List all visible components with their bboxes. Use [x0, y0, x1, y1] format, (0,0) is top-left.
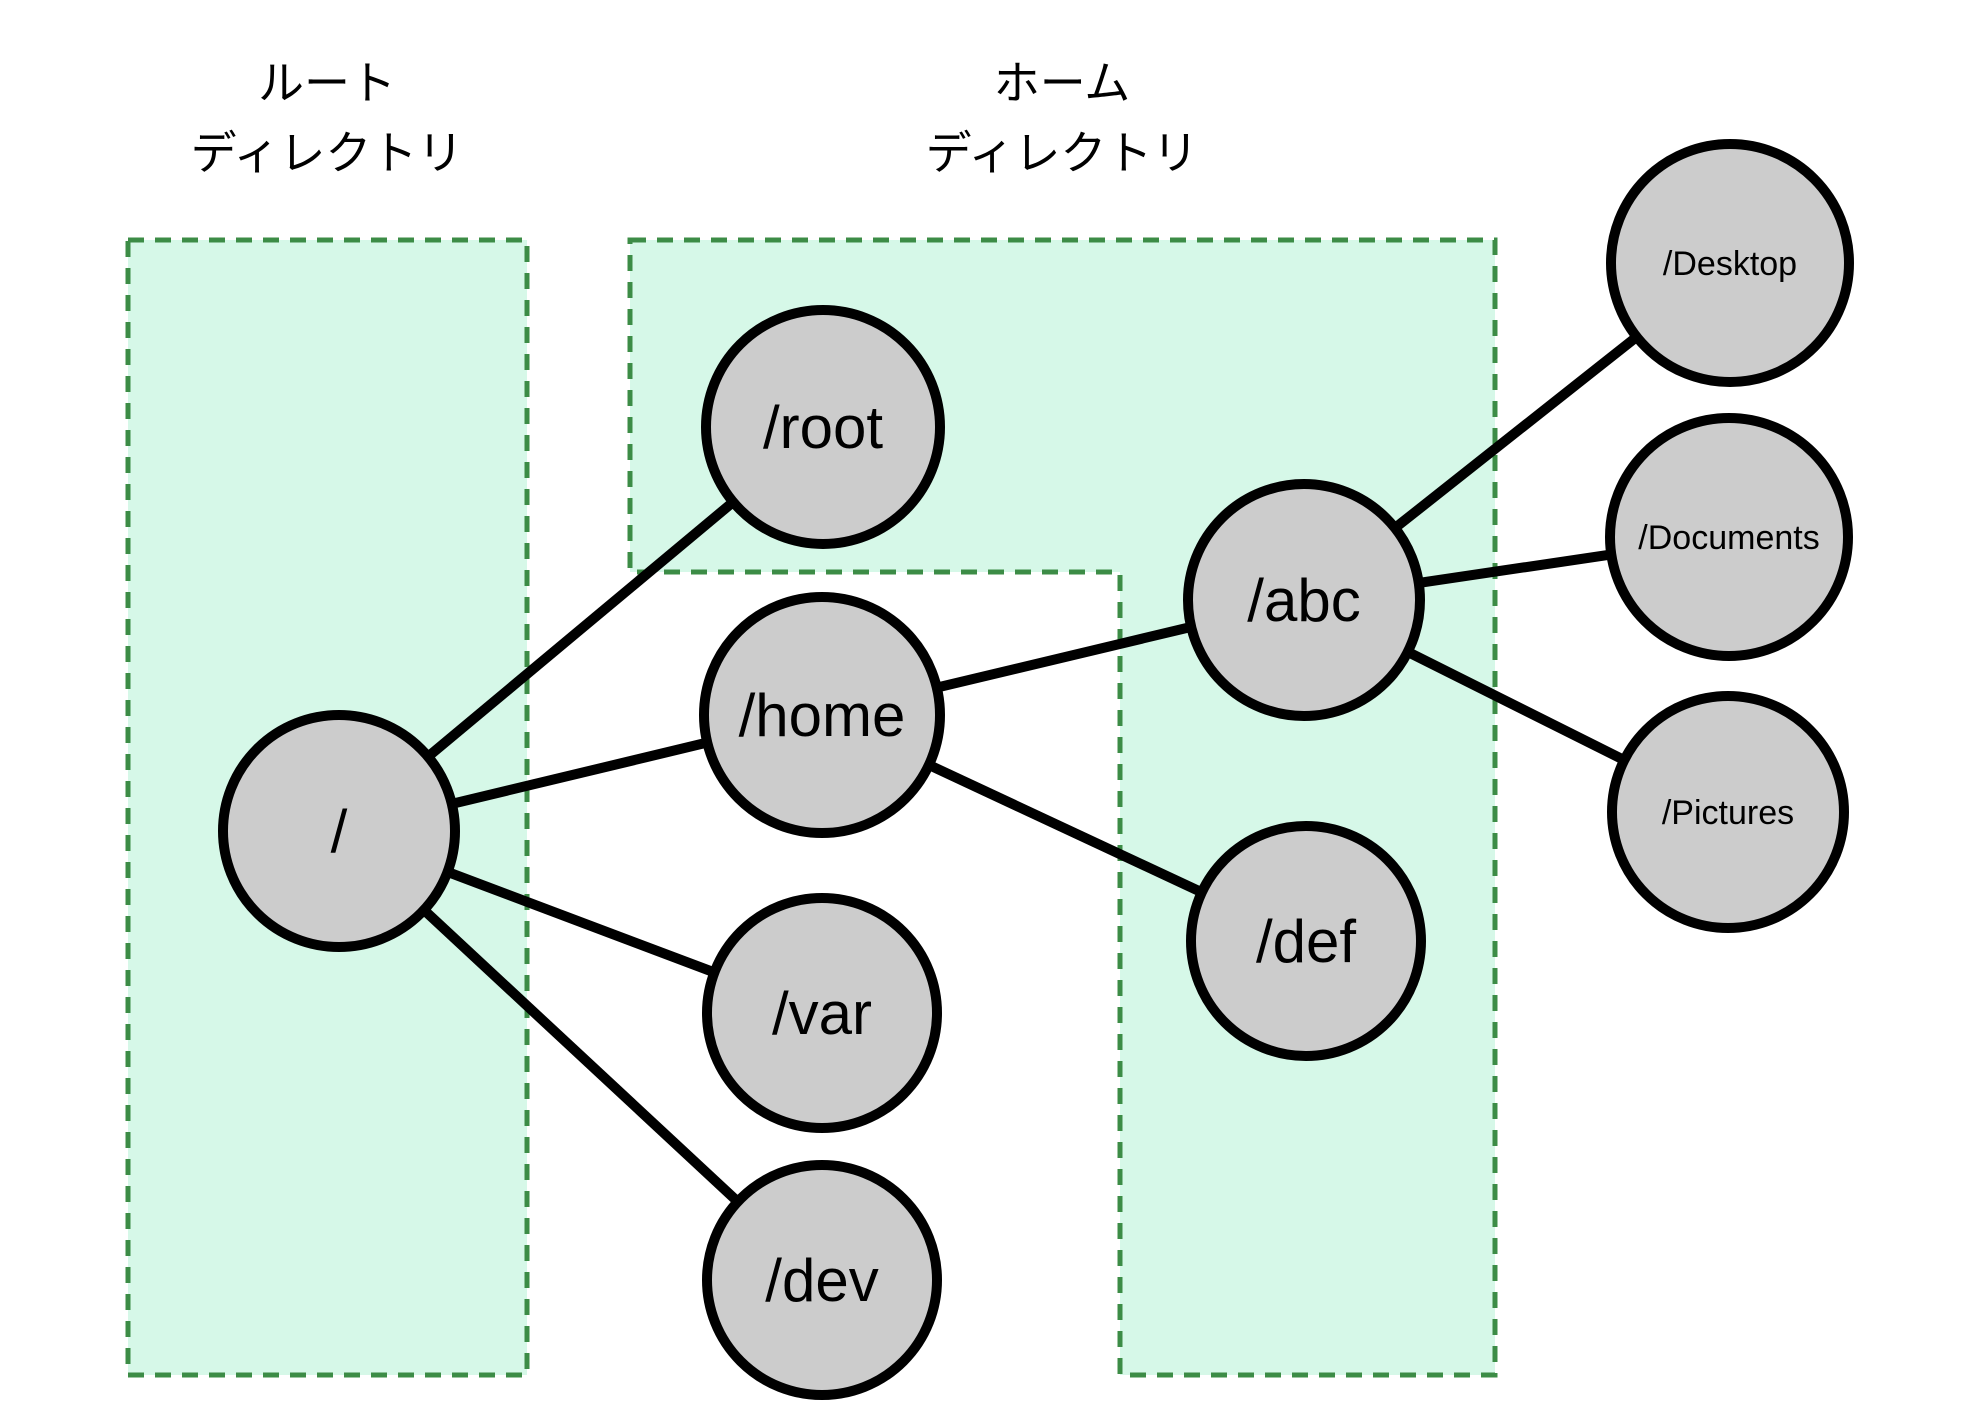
- node-layer: / /root/home/var/dev/abc/def/Desktop/Docu…: [218, 139, 1854, 1400]
- node-documents: /Documents: [1605, 413, 1853, 661]
- node-circle-pictures: [1607, 691, 1849, 933]
- node-home: /home: [699, 592, 945, 838]
- node-label-slash: /: [331, 798, 348, 865]
- region-label-root-directory-line1: ルート: [258, 57, 396, 109]
- node-circle-root: [701, 305, 945, 549]
- node-circle-abc: [1183, 479, 1425, 721]
- node-circle-documents: [1605, 413, 1853, 661]
- node-slash: /: [218, 710, 460, 952]
- node-label-def: /def: [1256, 908, 1356, 975]
- node-def: /def: [1186, 821, 1426, 1061]
- node-dev: /dev: [702, 1160, 942, 1400]
- node-label-documents: /Documents: [1638, 519, 1819, 557]
- node-circle-dev: [702, 1160, 942, 1400]
- region-label-home-directory-line2: ディレクトリ: [926, 127, 1199, 179]
- node-label-var: /var: [772, 980, 872, 1047]
- region-label-home-directory-line1: ホーム: [994, 57, 1131, 109]
- node-circle-slash: [218, 710, 460, 952]
- node-label-root: /root: [763, 394, 883, 461]
- node-label-pictures: /Pictures: [1662, 794, 1794, 832]
- node-circle-desktop: [1606, 139, 1854, 387]
- node-var: /var: [702, 893, 942, 1133]
- node-desktop: /Desktop: [1606, 139, 1854, 387]
- region-label-root-directory-line2: ディレクトリ: [191, 127, 464, 179]
- node-circle-def: [1186, 821, 1426, 1061]
- node-abc: /abc: [1183, 479, 1425, 721]
- node-circle-var: [702, 893, 942, 1133]
- node-label-home: /home: [739, 682, 906, 749]
- node-label-abc: /abc: [1247, 567, 1360, 634]
- node-label-dev: /dev: [765, 1247, 878, 1314]
- node-pictures: /Pictures: [1607, 691, 1849, 933]
- node-root: /root: [701, 305, 945, 549]
- node-circle-home: [699, 592, 945, 838]
- node-label-desktop: /Desktop: [1663, 245, 1797, 283]
